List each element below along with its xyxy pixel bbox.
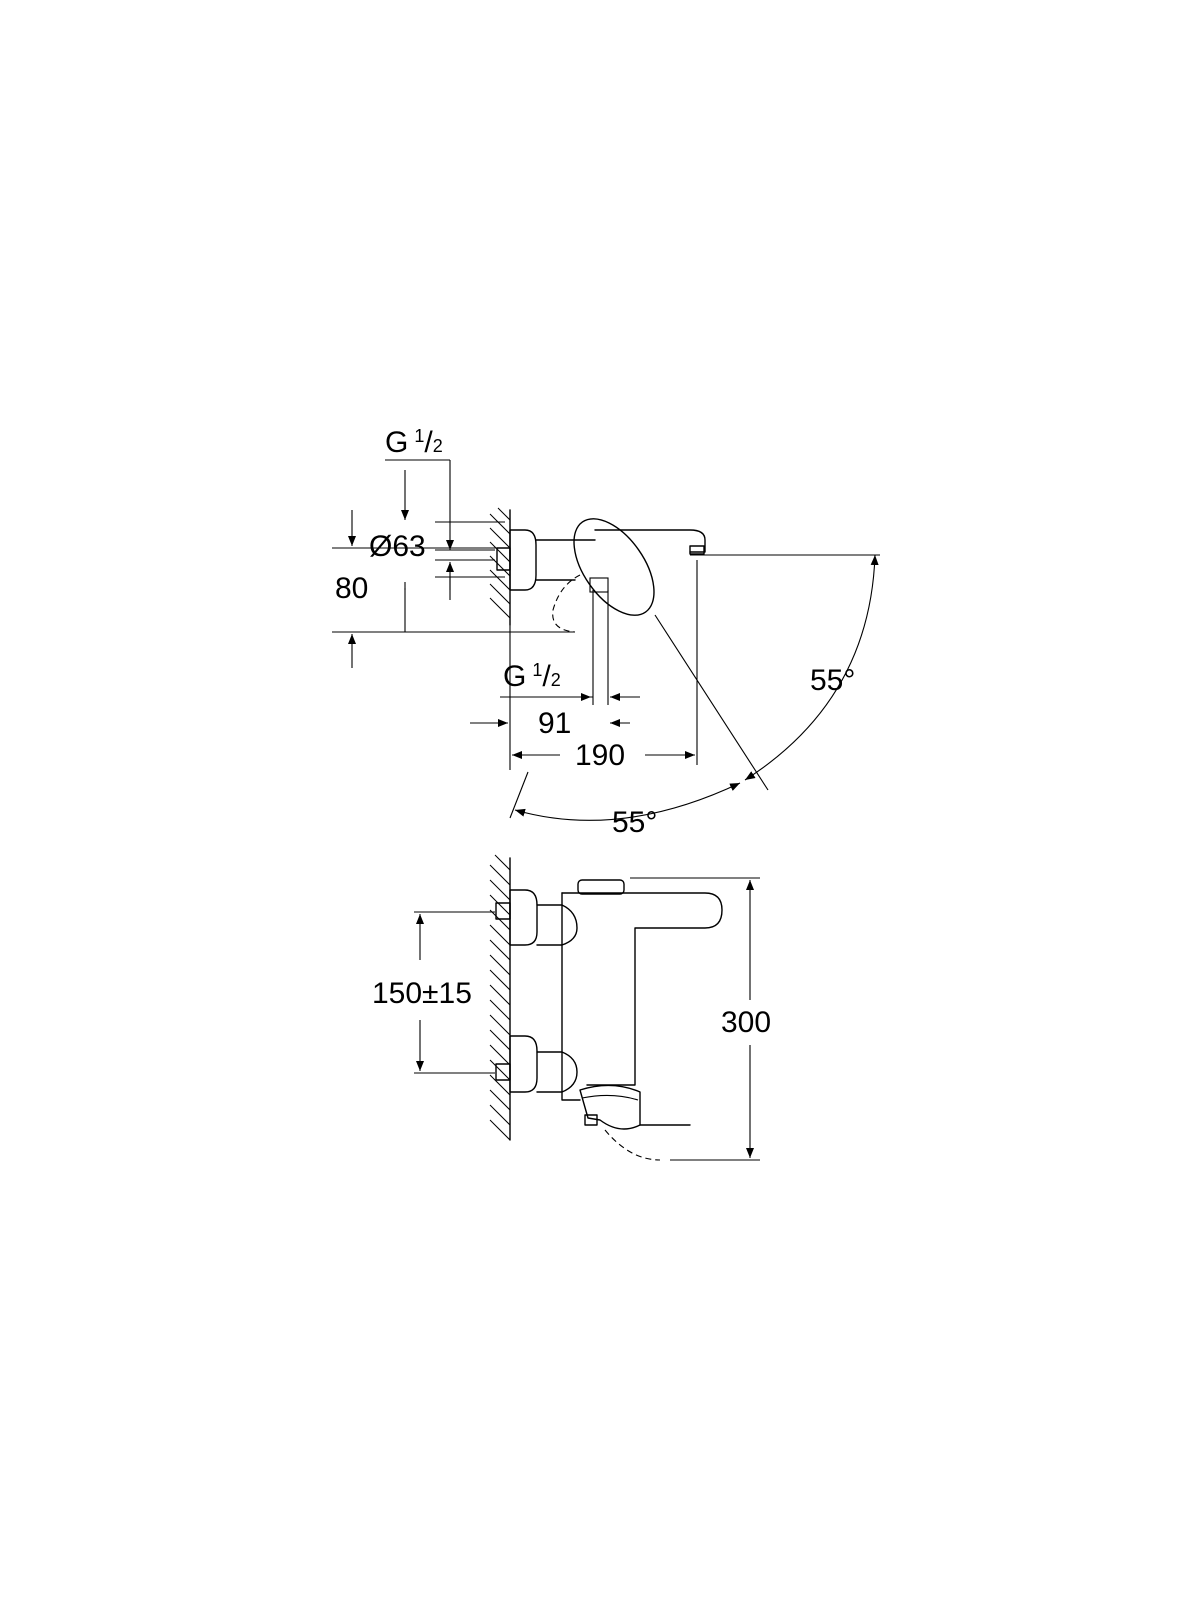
label-150: 150±15	[372, 977, 472, 1010]
angle-dimensions: 55° 55°	[509, 554, 879, 839]
label-80: 80	[335, 572, 368, 605]
mixer-top-body	[496, 518, 706, 633]
wall-front	[489, 854, 511, 1141]
label-angle-bottom: 55°	[612, 806, 657, 839]
wall-top	[489, 507, 511, 626]
mixer-front-body	[495, 879, 723, 1161]
dimension-300: 300	[630, 877, 771, 1161]
front-view: 150±15 300	[372, 854, 771, 1161]
dimension-80: 80	[332, 510, 575, 668]
label-diameter: Ø63	[369, 530, 426, 563]
label-angle-right: 55°	[810, 664, 855, 697]
dimension-150: 150±15	[372, 911, 495, 1074]
label-190: 190	[575, 739, 625, 772]
label-91: 91	[538, 707, 571, 740]
label-300: 300	[721, 1006, 771, 1039]
